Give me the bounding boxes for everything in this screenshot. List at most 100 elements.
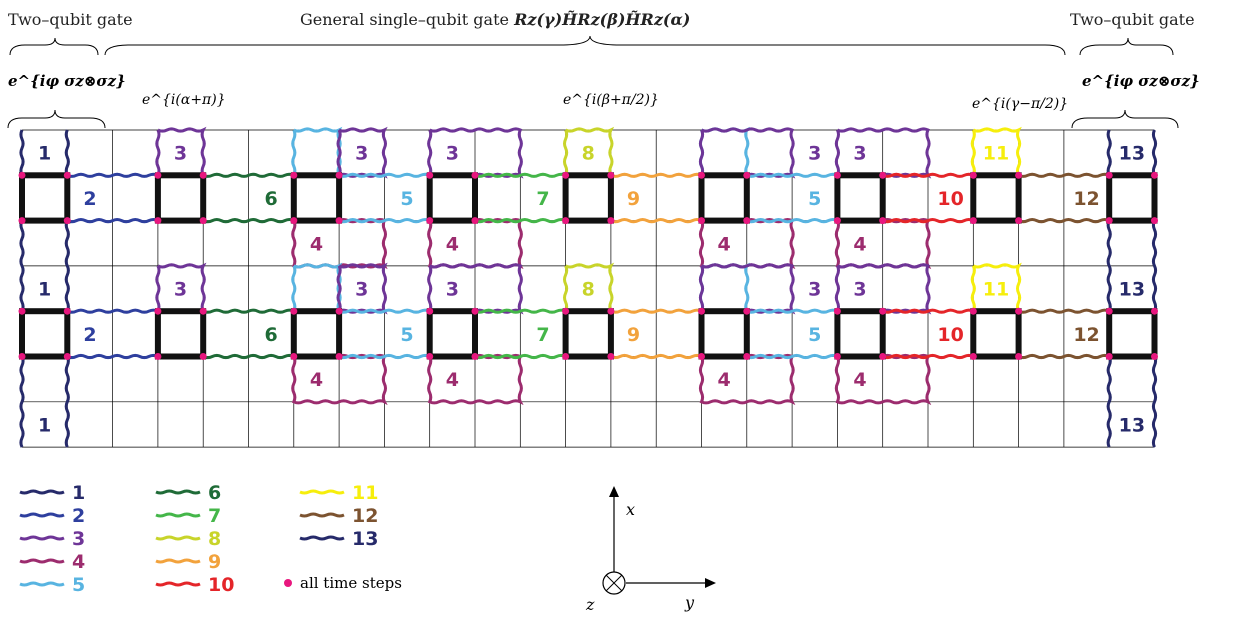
op-7-line [474,353,567,360]
legend-label: 10 [208,574,234,596]
thick-plaquette [970,308,1022,360]
cell-label: 4 [446,369,459,391]
right-gate-label: e^{iφ σz⊗σz} [1082,72,1200,90]
legend-label: 8 [208,528,221,550]
time-step-dot [426,217,434,225]
op-6-top [202,308,295,314]
time-step-dot [1105,353,1113,360]
op-2-bottom [66,353,159,360]
time-step-dot [1015,353,1023,360]
cell-label: 4 [853,233,866,255]
op-5-box [698,262,751,315]
time-step-dot [290,353,298,360]
legend-label: 9 [208,551,221,573]
op-7-line [474,172,567,178]
cell-label: 11 [983,279,1009,301]
time-step-dot [562,217,570,225]
legend-dot-label: all time steps [300,574,402,592]
cell-label: 10 [937,188,963,210]
op-5-line [338,308,431,314]
cell-label: 3 [853,143,866,165]
time-step-dot [698,217,705,225]
legend-dot-marker [284,579,292,587]
thick-plaquette [834,308,886,360]
time-step-dot [426,307,434,315]
legend-swatch [299,489,345,495]
time-step-dot [1015,217,1023,225]
op-10-line [882,353,974,360]
op-10-line [882,172,974,178]
legend-swatch [155,558,201,564]
cell-label: 3 [446,143,459,165]
op-10-line [882,308,974,314]
cell-label: 7 [536,324,549,346]
time-step-dot [833,217,841,225]
time-step-dot [154,353,162,360]
thick-plaquette [154,172,207,224]
legend-swatch [155,512,201,518]
time-step-dot [833,353,841,360]
time-step-dot [607,171,615,179]
z-cross-b [605,574,623,592]
time-step-dot [1105,171,1113,179]
time-step-dot [199,217,207,225]
op-5-line [338,353,431,360]
legend-swatch [19,512,65,518]
cell-label: 3 [808,279,821,301]
thick-plaquette [1106,308,1158,360]
axis-x-label: x [626,500,635,519]
time-step-dot [18,217,26,225]
cell-label: 8 [582,143,595,165]
phase-alpha: e^{i(α+π)} [142,92,226,108]
thick-plaquette [19,172,71,224]
time-step-dot [154,171,162,179]
legend-label: 11 [352,482,378,504]
axis-y-label: y [684,593,695,612]
time-step-dot [290,307,298,315]
center-title-formula: Rz(γ)H̃Rz(β)H̃Rz(α) [513,10,690,29]
thick-plaquette [834,172,886,224]
time-step-dot [879,307,887,315]
cell-label: 2 [83,188,96,210]
legend-label: 13 [352,528,378,550]
cell-label: 13 [1119,279,1145,301]
time-step-dot [879,171,887,179]
cell-label: 4 [446,233,459,255]
time-step-dot [743,171,751,179]
op-7-line [474,218,567,224]
thick-plaquette [426,172,479,224]
time-step-dot [1151,171,1158,179]
time-step-dot [471,353,479,360]
thick-plaquette [426,308,479,360]
thick-plaquette [1106,172,1158,224]
time-step-dot [1151,217,1158,225]
op-9-line [610,172,703,178]
axis-indicator: x y z [585,486,716,614]
legend-swatch [155,535,201,541]
brace-left-bottom [7,109,106,129]
time-step-dot [698,307,705,315]
time-step-dot [607,307,615,315]
cell-label: 3 [853,279,866,301]
time-step-dot [562,307,570,315]
legend-swatch [19,535,65,541]
cell-label: 5 [400,188,413,210]
cell-label: 5 [400,324,413,346]
cell-label: 7 [536,188,549,210]
cell-label: 6 [265,188,278,210]
legend-swatch [19,558,65,564]
legend-label: 2 [72,505,85,527]
time-step-dot [471,307,479,315]
op-5-line [746,308,839,314]
time-step-dot [426,171,434,179]
time-step-dot [1151,307,1158,315]
op-6-bottom [202,353,295,360]
op-10-line [882,218,974,224]
cell-label: 13 [1119,143,1145,165]
thick-plaquette [562,172,614,224]
phase-gamma: e^{i(γ−π/2)} [972,96,1068,112]
cell-label: 3 [808,143,821,165]
time-step-dot [879,217,887,225]
time-step-dot [743,307,751,315]
